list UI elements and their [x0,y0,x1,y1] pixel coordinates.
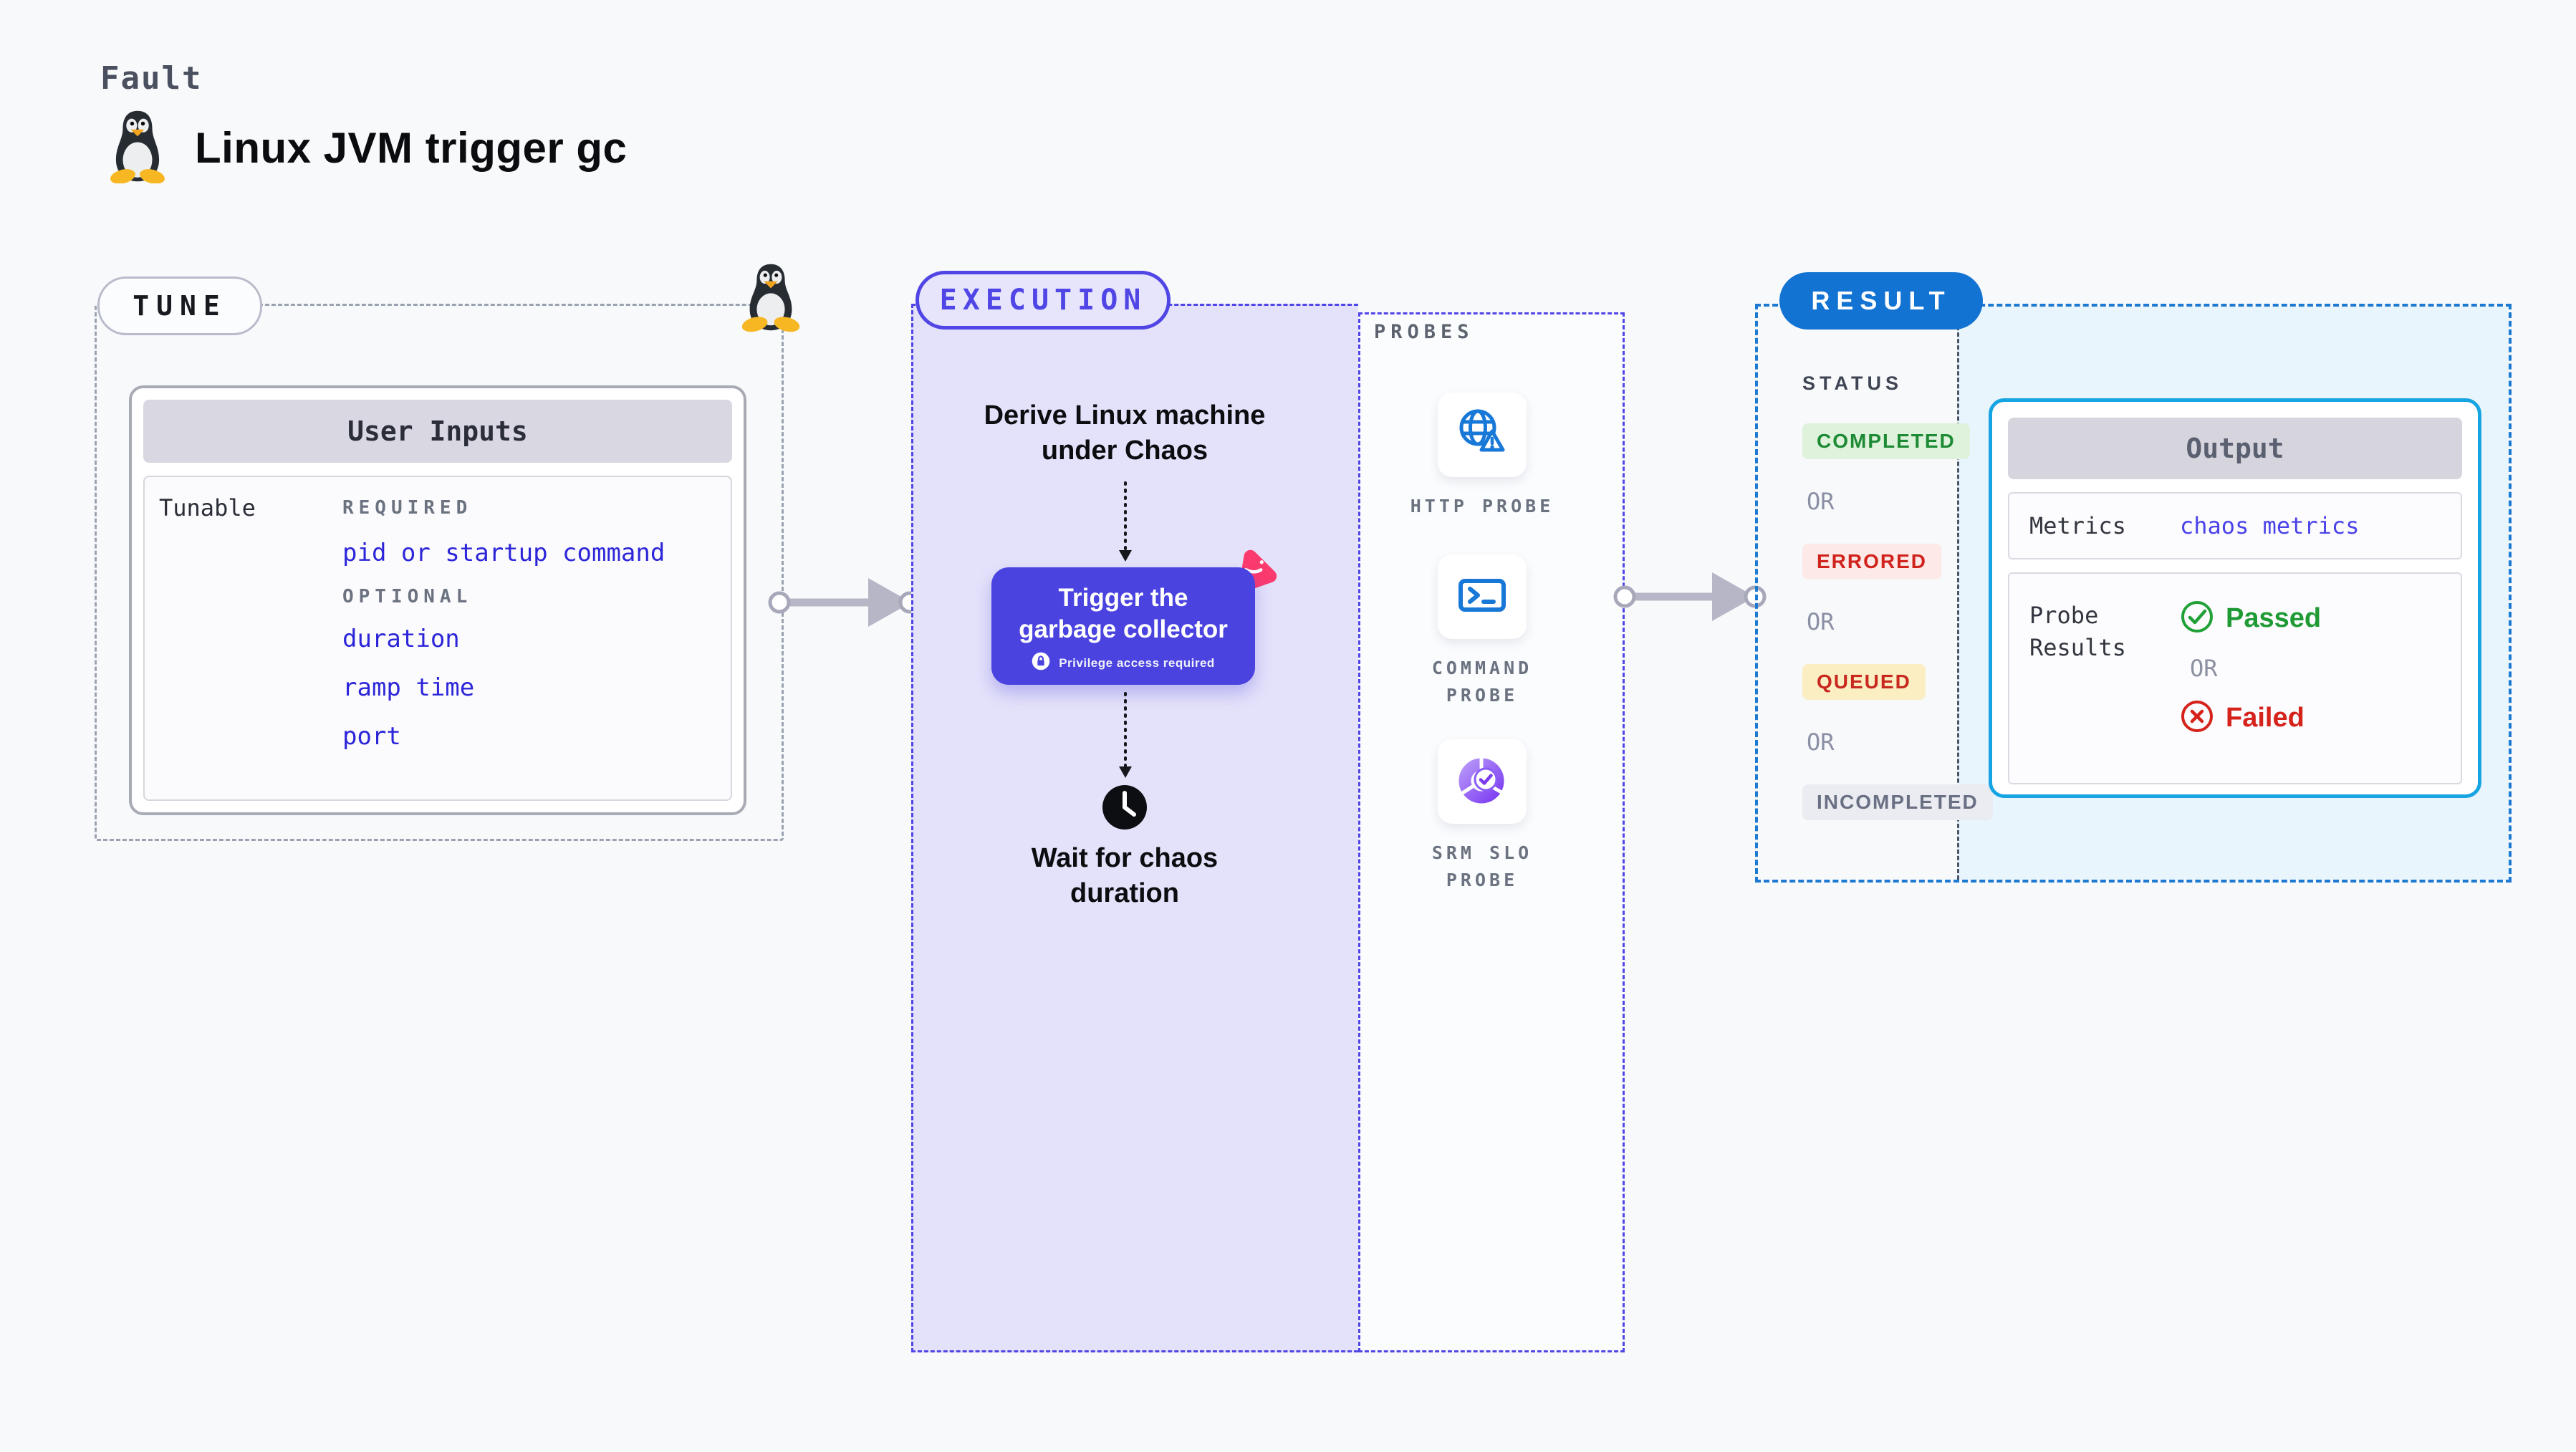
or-label: OR [1807,729,1835,756]
page-title-row: Linux JVM trigger gc [106,109,627,187]
output-card: Output Metrics chaos metrics Probe Resul… [1989,398,2481,798]
or-label: OR [1807,608,1835,635]
execution-section-pill: EXECUTION [915,271,1171,330]
dotted-arrow-derive-to-trigger [1119,481,1132,562]
globe-alert-icon [1454,405,1510,465]
required-label: REQUIRED [342,497,473,519]
tunable-link-ramp-time[interactable]: ramp time [342,673,475,702]
status-column: STATUS COMPLETED OR ERRORED OR QUEUED OR… [1802,372,1993,820]
status-badge-errored: ERRORED [1802,544,1942,580]
tux-icon [738,262,804,336]
tune-section-pill: TUNE [97,277,262,335]
x-circle-icon [2180,699,2214,737]
slo-donut-icon [1454,752,1510,812]
tune-section-box [95,304,784,841]
page-title: Linux JVM trigger gc [195,124,628,172]
clock-icon [1101,784,1148,835]
result-section-pill: RESULT [1779,272,1983,330]
result-status-divider [1957,307,1959,880]
probes-section-label: PROBES [1374,321,1474,343]
connector-arrow-execution-to-result [1613,572,1767,621]
probe-results-values: Passed OR Failed [2180,600,2321,783]
fault-eyebrow: Fault [100,60,203,97]
http-probe-card [1438,393,1527,477]
tunable-link-duration[interactable]: duration [342,625,460,653]
metrics-value-link[interactable]: chaos metrics [2180,512,2360,539]
status-badge-queued: QUEUED [1802,664,1926,700]
failed-label: Failed [2226,703,2305,733]
dotted-arrow-trigger-to-wait [1119,692,1132,778]
check-circle-icon [2180,600,2214,638]
or-label: OR [1807,488,1835,515]
tunable-link-pid-or-startup-command[interactable]: pid or startup command [342,539,665,567]
or-label: OR [2190,655,2218,682]
user-inputs-body [143,476,732,801]
privilege-badge-text: Privilege access required [1059,655,1215,670]
execution-section-box [911,304,1358,1352]
command-probe-card [1438,554,1527,639]
output-title: Output [2008,418,2462,479]
lock-icon [1032,652,1050,674]
passed-item: Passed [2180,600,2321,638]
connector-arrow-tune-to-execution [768,578,921,627]
status-badge-incompleted: INCOMPLETED [1802,784,1993,820]
command-probe-label: COMMAND PROBE [1431,658,1533,706]
http-probe-label: HTTP PROBE [1410,496,1554,516]
tunable-link-port[interactable]: port [342,722,401,751]
terminal-icon [1455,568,1509,626]
passed-label: Passed [2226,603,2322,633]
probe-results-label: Probe Results [2029,602,2126,661]
tunable-row-label: Tunable [159,494,256,521]
probe-results-row: Probe Results Passed OR [2008,572,2462,784]
failed-item: Failed [2180,699,2321,737]
status-badge-completed: COMPLETED [1802,423,1970,459]
status-label: STATUS [1802,372,1903,394]
wait-step-label: Wait for chaos duration [1031,843,1219,909]
metrics-label: Metrics [2029,512,2126,539]
tux-icon [106,109,169,187]
probes-section-box [1358,312,1625,1352]
privilege-badge: Privilege access required [1032,652,1215,674]
optional-label: OPTIONAL [342,586,473,607]
srm-slo-probe-card [1438,739,1527,824]
derive-step-label: Derive Linux machine under Chaos [984,400,1266,466]
user-inputs-title: User Inputs [143,400,732,463]
trigger-gc-label: Trigger the garbage collector [1019,583,1228,643]
srm-slo-probe-label: SRM SLO PROBE [1431,842,1533,890]
metrics-row: Metrics chaos metrics [2008,492,2462,559]
trigger-gc-node[interactable]: Trigger the garbage collector Privilege … [991,567,1255,685]
